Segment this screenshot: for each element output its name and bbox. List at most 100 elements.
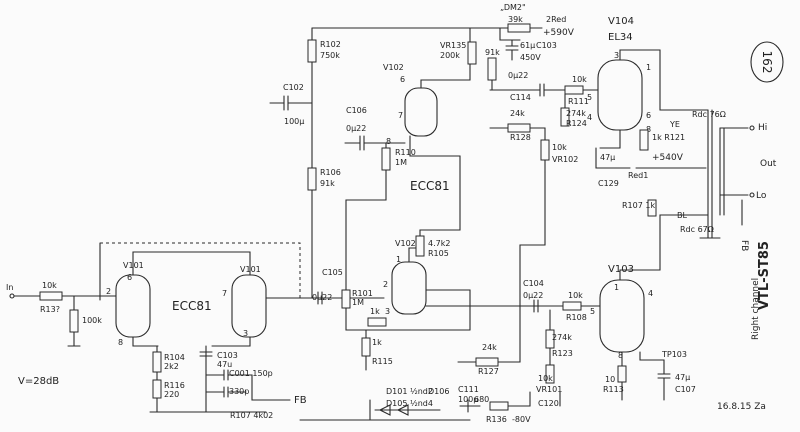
tube-v103 bbox=[599, 279, 645, 353]
output_top-tube-label: EL34 bbox=[608, 32, 633, 43]
input-section: In 10k R13? 100k bbox=[6, 281, 117, 347]
output_top-pins-4-label: 1 bbox=[646, 63, 651, 72]
input-resistor-id: R13? bbox=[40, 305, 60, 314]
stage1: V101 V101 ECC81 2 6 7 3 8 R104 2k2 R116 … bbox=[99, 242, 351, 420]
output-bottom: V103 1 4 5 8 BL Rdc 67Ω R107 1k C104 0µ2… bbox=[457, 171, 714, 401]
bias-neg-label: -80V bbox=[512, 415, 531, 424]
stage1-pins-2-label: 7 bbox=[222, 289, 227, 298]
output_top-vr-label: 10k bbox=[552, 143, 567, 152]
input-resistor-value: 10k bbox=[42, 281, 57, 290]
phase_splitter-pin7-label: 7 bbox=[398, 111, 403, 120]
coupling-c104-label: C104 bbox=[523, 279, 544, 288]
bias-d3-label: D105 ½nd4 bbox=[386, 399, 433, 408]
page-number-circle: 162 bbox=[750, 41, 784, 83]
stage1-pins-4-label: 8 bbox=[118, 338, 123, 347]
output_bot-vr_id-label: VR101 bbox=[536, 385, 562, 394]
input-label: In bbox=[6, 283, 13, 292]
transformer-fb-label: FB bbox=[739, 240, 749, 251]
tube-v102-top bbox=[404, 87, 438, 137]
gain-note: V=28dB bbox=[18, 376, 59, 387]
output_top-c114-label: C114 bbox=[510, 93, 531, 102]
output_bot-r274-label: 274k bbox=[552, 333, 572, 342]
input-resistor bbox=[39, 291, 63, 301]
output_bot-c47-label: 47µ bbox=[675, 373, 690, 382]
output_top-c47-label: 47µ bbox=[600, 153, 615, 162]
stage1-c1_val-label: 47u bbox=[217, 360, 232, 369]
output_bot-rdc-label: Rdc 67Ω bbox=[680, 225, 714, 234]
output_top-c129-label: C129 bbox=[598, 179, 619, 188]
output_top-pins-0-label: 3 bbox=[614, 51, 619, 60]
bias-supply: D101 ½nd2 D105 ½nd4 D106 C111 100µ 680 R… bbox=[299, 385, 561, 424]
top_supply-c450-label: 450V bbox=[520, 53, 541, 62]
transformer-out-label: Out bbox=[760, 159, 777, 169]
output_bot-r113-label: R113 bbox=[603, 385, 624, 394]
bias-r-label: R136 bbox=[486, 415, 507, 424]
top_supply-dm2-label: „DM2" bbox=[500, 3, 526, 12]
output_top-r1k-label: 1k R121 bbox=[652, 133, 685, 142]
output_bot-r107-label: R107 1k bbox=[622, 201, 655, 210]
output_top-red1-label: Red1 bbox=[628, 171, 648, 180]
stage1-c3_id-label: R107 4k02 bbox=[230, 411, 273, 420]
output_top-pins-5-label: 8 bbox=[646, 125, 651, 134]
subtitle: Right channel bbox=[751, 278, 761, 340]
output_bot-bl-label: BL bbox=[677, 211, 687, 220]
bias-r680-label: 680 bbox=[474, 395, 489, 404]
output_bot-r123-label: R123 bbox=[552, 349, 573, 358]
output_top-r124-label: R124 bbox=[566, 119, 587, 128]
phase_splitter-rk-label: 1k bbox=[370, 307, 380, 316]
phase_splitter-r101_val-label: 1M bbox=[352, 298, 364, 307]
output_bot-pins-0-label: 1 bbox=[614, 283, 619, 292]
top_supply-r39k-label: 39k bbox=[508, 15, 523, 24]
output_top-r274-label: 274k bbox=[566, 109, 586, 118]
phase_splitter-r106_val-label: 91k bbox=[320, 179, 335, 188]
coupling-c105_val-label: 0µ22 bbox=[312, 293, 332, 302]
stage1-rk1_val-label: 2k2 bbox=[164, 362, 179, 371]
tube-v104 bbox=[597, 59, 643, 131]
transformer-lo-label: Lo bbox=[756, 191, 767, 201]
phase-splitter: C105 0µ22 R102 750k R106 91k C102 100µ C… bbox=[269, 27, 543, 371]
output-top: V104 EL34 3 1 5 4 6 8 0µ22 C114 10k R111… bbox=[489, 16, 726, 188]
bias-c-label: C111 bbox=[458, 385, 479, 394]
output_top-r128-label: R128 bbox=[510, 133, 531, 142]
tube-v101-a bbox=[115, 274, 151, 338]
stage1-c1-label: C103 bbox=[217, 351, 238, 360]
output_top-ye-label: YE bbox=[669, 120, 680, 129]
phase_splitter-pin6-label: 6 bbox=[400, 75, 405, 84]
top_supply-hv-label: +590V bbox=[543, 28, 575, 38]
phase_splitter-pin1-label: 1 bbox=[396, 255, 401, 264]
phase_splitter-r110_val-label: 1M bbox=[395, 158, 407, 167]
phase_splitter-v_top-label: V102 bbox=[383, 63, 404, 72]
output_bot-vr-label: 10k bbox=[538, 374, 553, 383]
phase_splitter-tube-label: ECC81 bbox=[410, 179, 450, 193]
phase_splitter-r115-label: R115 bbox=[372, 357, 393, 366]
top_supply-c61-label: 61µ bbox=[520, 41, 535, 50]
top_supply-c103b-label: C103 bbox=[536, 41, 557, 50]
output_top-pins-2-label: 5 bbox=[587, 93, 592, 102]
output_bot-r108-label: R108 bbox=[566, 313, 587, 322]
coupling-c104_val-label: 0µ22 bbox=[523, 291, 543, 300]
output_bot-pins-3-label: 8 bbox=[618, 351, 623, 360]
output_bot-pins-2-label: 5 bbox=[590, 307, 595, 316]
phase_splitter-r101-label: R101 bbox=[352, 289, 373, 298]
output_top-r10k-label: 10k bbox=[572, 75, 587, 84]
output_bot-pins-1-label: 4 bbox=[648, 289, 653, 298]
grid-resistor-value: 100k bbox=[82, 316, 102, 325]
top-supply: „DM2" 39k 2Red +590V VR135 200k 91k 61µ … bbox=[440, 3, 575, 91]
output_bot-c107-label: C107 bbox=[675, 385, 696, 394]
output_top-hv2-label: +540V bbox=[652, 153, 684, 163]
top_supply-vr135-label: VR135 bbox=[440, 41, 466, 50]
top_supply-r2red-label: 2Red bbox=[546, 15, 566, 24]
output_top-r111-label: R111 bbox=[568, 97, 589, 106]
title: VTL-ST85 bbox=[757, 241, 772, 310]
output_top-rdc-label: Rdc 76Ω bbox=[692, 110, 726, 119]
output_bot-trp-label: TP103 bbox=[661, 350, 687, 359]
output-transformer: Hi Out Lo FB bbox=[699, 109, 777, 251]
phase_splitter-r102_val-label: 750k bbox=[320, 51, 340, 60]
stage1-pins-0-label: 2 bbox=[106, 287, 111, 296]
output_top-tube_id-label: V104 bbox=[608, 16, 634, 27]
coupling-c106-label: C106 bbox=[346, 106, 367, 115]
stage1-tube-type: ECC81 bbox=[172, 299, 212, 313]
output_bot-r24k-label: 24k bbox=[482, 343, 497, 352]
phase_splitter-r110-label: R110 bbox=[395, 148, 416, 157]
